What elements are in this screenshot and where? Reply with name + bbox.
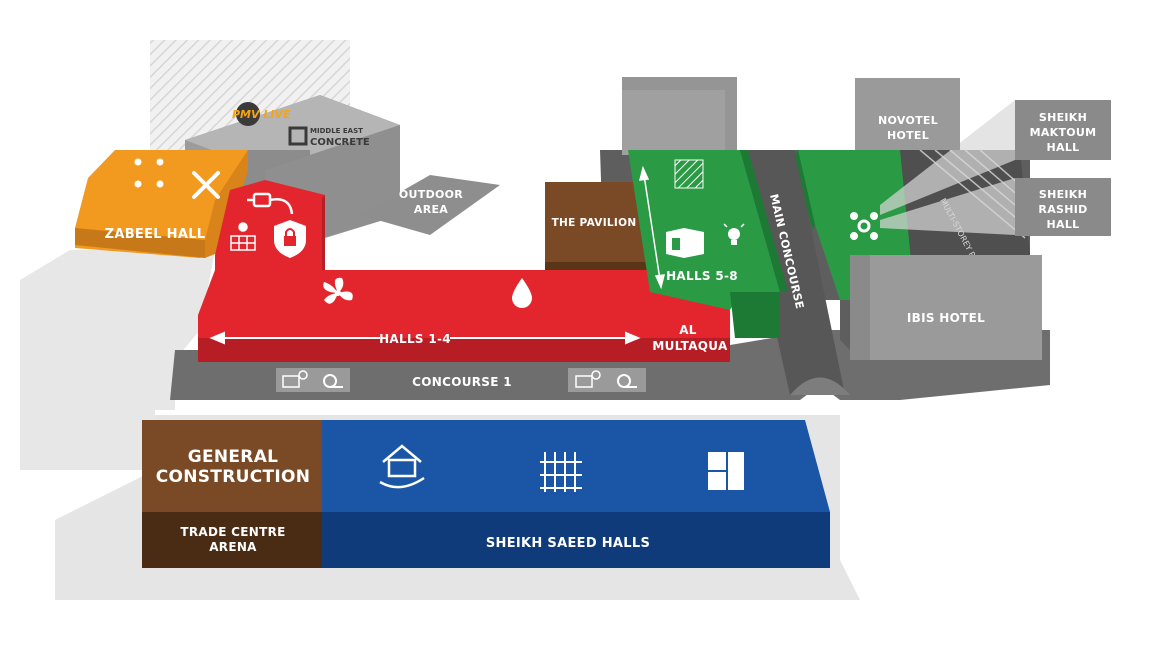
novotel-hotel: NOVOTEL HOTEL — [855, 78, 960, 150]
building-interior-icon — [666, 228, 704, 258]
svg-text:HALLS 1-4: HALLS 1-4 — [379, 332, 451, 346]
panels-icon — [708, 452, 744, 490]
hall-connector-rays — [880, 100, 1015, 235]
middle-east-concrete-logo: MIDDLE EAST CONCRETE — [288, 126, 370, 148]
halls-1-4-arrow — [209, 331, 641, 345]
svg-text:SHEIKH: SHEIKH — [1039, 188, 1087, 201]
svg-text:HALLS 5-8: HALLS 5-8 — [666, 269, 738, 283]
svg-text:TRADE CENTRE: TRADE CENTRE — [180, 525, 285, 539]
svg-text:MAKTOUM: MAKTOUM — [1030, 126, 1097, 139]
solar-panel-icon — [230, 222, 256, 251]
svg-text:MULTAQUA: MULTAQUA — [652, 339, 728, 353]
concourse-left-icons — [276, 368, 350, 392]
tools-icon — [192, 171, 220, 199]
ibis-hotel: IBIS HOTEL — [850, 255, 1042, 360]
svg-text:OUTDOOR: OUTDOOR — [399, 188, 463, 201]
svg-text:PMV LIVE: PMV LIVE — [232, 108, 291, 121]
machinery-icon — [575, 370, 601, 388]
scaffold-grid-icon — [540, 452, 582, 492]
gray-tower — [622, 77, 737, 155]
svg-text:AL: AL — [679, 323, 697, 337]
svg-text:GENERAL: GENERAL — [188, 447, 279, 467]
svg-text:HALL: HALL — [1047, 218, 1080, 231]
svg-text:MIDDLE EAST: MIDDLE EAST — [310, 127, 363, 135]
facade-pattern-icon — [674, 159, 704, 189]
sheikh-rashid-hall: SHEIKH RASHID HALL — [1015, 178, 1111, 236]
the-pavilion: THE PAVILION — [545, 182, 650, 270]
svg-text:ARENA: ARENA — [209, 540, 257, 554]
svg-text:CONCRETE: CONCRETE — [310, 137, 370, 148]
halls-1-4: HALLS 1-4 AL MULTAQUA — [198, 270, 730, 362]
machinery-icon — [282, 370, 308, 388]
power-plug-icon — [247, 192, 294, 215]
bolts-icon — [134, 158, 164, 188]
halls-5-8: HALLS 5-8 — [628, 150, 788, 338]
outdoor-area: OUTDOOR AREA — [360, 175, 500, 235]
svg-text:RASHID: RASHID — [1038, 203, 1087, 216]
red-energy-block — [215, 180, 325, 270]
concourse-1: CONCOURSE 1 — [276, 368, 646, 392]
concourse-right-icons — [568, 368, 646, 392]
tape-measure-icon — [617, 374, 637, 388]
svg-text:IBIS HOTEL: IBIS HOTEL — [907, 311, 985, 325]
security-shield-icon — [274, 220, 306, 258]
tape-measure-icon — [323, 374, 343, 388]
svg-text:HALL: HALL — [1047, 141, 1080, 154]
svg-text:CONCOURSE 1: CONCOURSE 1 — [412, 375, 512, 389]
svg-text:HOTEL: HOTEL — [887, 129, 929, 142]
zabeel-hall: ZABEEL HALL — [75, 150, 248, 258]
svg-text:SHEIKH: SHEIKH — [1039, 111, 1087, 124]
halls-5-8-arrow — [639, 165, 665, 290]
water-drop-icon — [512, 278, 532, 308]
trade-centre-arena: GENERAL CONSTRUCTION TRADE CENTRE ARENA — [142, 420, 322, 568]
light-bulb-icon — [723, 223, 745, 245]
svg-text:SHEIKH SAEED HALLS: SHEIKH SAEED HALLS — [486, 536, 650, 551]
green-house-icon — [379, 444, 425, 489]
pmv-live-logo: PMV LIVE — [232, 102, 291, 126]
svg-text:CONSTRUCTION: CONSTRUCTION — [156, 467, 311, 487]
svg-text:AREA: AREA — [414, 203, 448, 216]
fan-icon — [323, 277, 353, 304]
svg-text:ZABEEL HALL: ZABEEL HALL — [105, 227, 206, 242]
sheikh-maktoum-hall: SHEIKH MAKTOUM HALL — [1015, 100, 1111, 160]
svg-text:THE PAVILION: THE PAVILION — [552, 217, 637, 229]
sheikh-saeed-halls: SHEIKH SAEED HALLS — [322, 420, 830, 568]
network-node-icon — [850, 212, 878, 240]
svg-text:NOVOTEL: NOVOTEL — [878, 114, 938, 127]
